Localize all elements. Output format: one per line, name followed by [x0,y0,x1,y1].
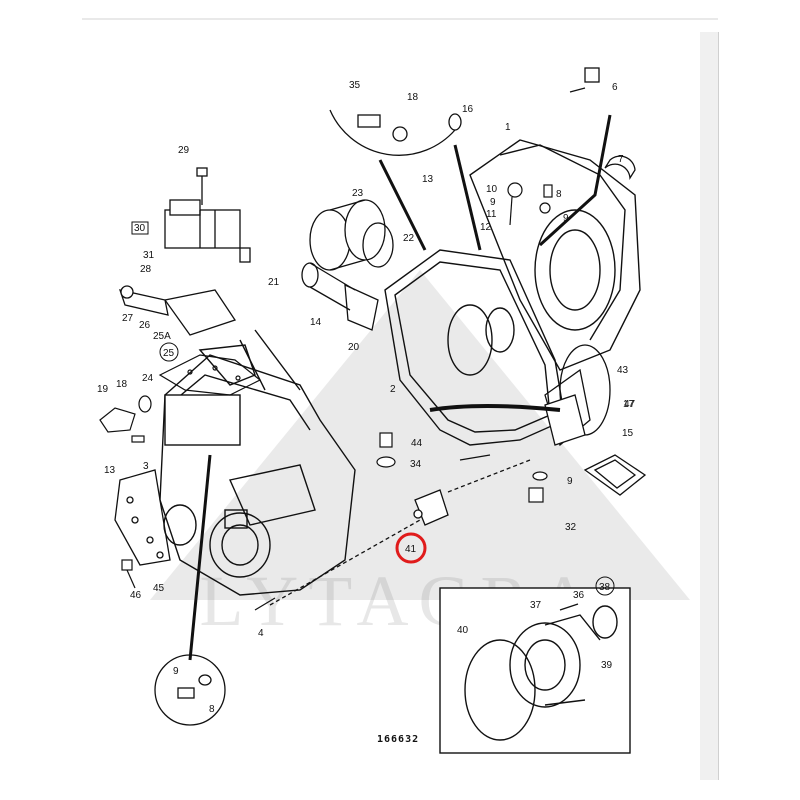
callout-23: 23 [352,188,364,199]
callout-12: 12 [480,222,492,233]
callout-3: 3 [143,461,149,472]
callout-29: 29 [178,145,190,156]
callout-28: 28 [140,264,152,275]
callout-20: 20 [348,342,360,353]
callout-25-circle [159,342,179,362]
callout-43: 43 [617,365,629,376]
callout-32: 32 [565,522,577,533]
callout-22: 22 [403,233,415,244]
callout-15: 15 [622,428,634,439]
front-housing [384,249,566,446]
callout-25a: 25A [153,331,171,342]
sensor-41 [269,459,531,606]
callout-10: 10 [486,184,498,195]
callout-8a: 8 [556,189,562,200]
callout-40: 40 [457,625,469,636]
callout-41: 41 [405,544,417,555]
callout-21: 21 [268,277,280,288]
callout-7: 7 [618,154,624,165]
callout-25: 25 [163,348,175,359]
figure-reference-number: 166632 [377,734,419,745]
callout-14: 14 [310,317,322,328]
callout-13a: 13 [422,174,434,185]
solenoid-valve [164,199,251,263]
wiring-lines [188,114,612,661]
filter-15 [583,454,647,496]
block-47 [544,394,586,446]
callout-19: 19 [97,384,109,395]
callout-18a: 18 [407,92,419,103]
bolt-6 [569,67,600,93]
callout-30-box [131,221,149,235]
right-border [718,32,719,780]
callout-11: 11 [486,209,497,220]
bolts-left [99,395,276,611]
callout-45: 45 [153,583,165,594]
callout-8b: 8 [209,704,215,715]
callout-44: 44 [411,438,423,449]
gearbox-housing [159,329,356,596]
bracket-45 [114,469,171,566]
callout-35: 35 [349,80,361,91]
callout-9b: 9 [563,213,569,224]
detail-circle-top [329,109,462,156]
bolt-29 [196,167,208,205]
callout-2: 2 [390,384,396,395]
callout-9c: 9 [567,476,573,487]
detail-box-pto [439,587,631,754]
gasket-24 [158,354,262,396]
detail-circle-bottom [154,654,226,726]
highlight-circle-41 [395,532,427,564]
callout-39: 39 [601,660,613,671]
callout-37: 37 [530,600,542,611]
callout-9a: 9 [490,197,496,208]
callout-17: 17 [623,399,635,410]
pin-7 [604,155,636,181]
bell-housing [469,139,641,371]
small-parts [376,432,548,503]
filter-element-23 [309,199,394,271]
valve-block-25 [119,285,237,336]
callout-18b: 18 [116,379,128,390]
callout-47: 47 [624,399,636,410]
callout-4: 4 [258,628,264,639]
callout-9d: 9 [173,666,179,677]
callout-38-circle [595,576,615,596]
callout-46: 46 [130,590,142,601]
callout-36: 36 [573,590,585,601]
callout-26: 26 [139,320,151,331]
callout-16: 16 [462,104,474,115]
callout-30: 30 [134,223,146,234]
callout-1: 1 [505,122,511,133]
callout-38: 38 [599,582,611,593]
suction-tube-14 [301,262,379,331]
callout-13b: 13 [104,465,116,476]
callout-6: 6 [612,82,618,93]
right-gutter [700,32,718,780]
callout-24: 24 [142,373,154,384]
callout-27: 27 [122,313,134,324]
callout-31: 31 [143,250,155,261]
callout-labels: 1 2 3 4 6 7 8 8 9 9 9 9 10 11 12 13 13 1… [97,80,636,715]
callout-34: 34 [410,459,422,470]
fittings-top [507,182,553,226]
